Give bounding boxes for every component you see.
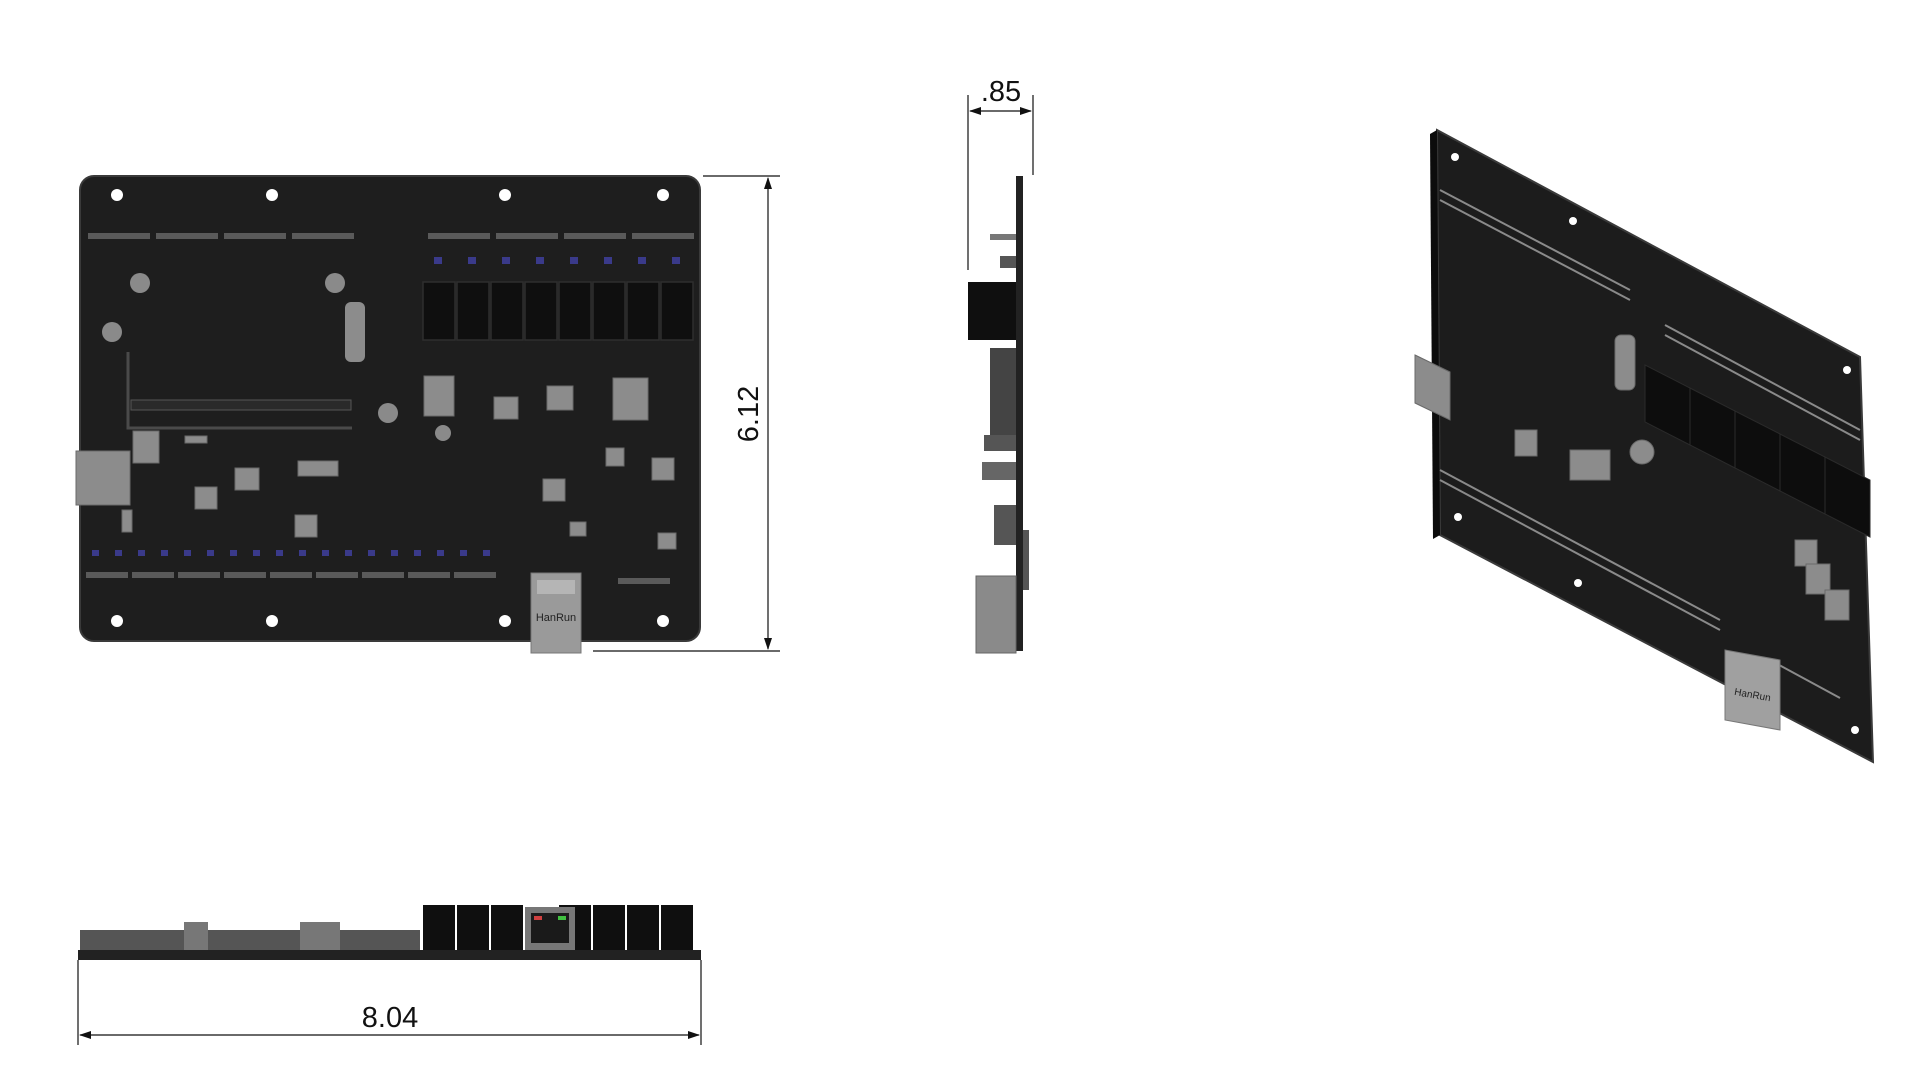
iso-board bbox=[1435, 128, 1875, 764]
dimension-height-label: 6.12 bbox=[733, 386, 765, 442]
ic-chips bbox=[75, 375, 677, 550]
top-view: HanRun 6.12 bbox=[75, 175, 780, 654]
relays bbox=[422, 281, 694, 341]
top-header-strips bbox=[88, 233, 694, 239]
side-pin-2 bbox=[1000, 256, 1016, 268]
iso-relays bbox=[1644, 364, 1871, 538]
front-board-edge bbox=[78, 950, 701, 960]
rj45-label: HanRun bbox=[536, 612, 576, 624]
mounting-holes bbox=[111, 189, 669, 627]
front-rj45 bbox=[525, 907, 575, 950]
side-component-4 bbox=[994, 505, 1016, 545]
side-component-1 bbox=[990, 348, 1016, 448]
led-row-bottom bbox=[92, 550, 490, 556]
oscillator bbox=[345, 302, 365, 362]
round-components bbox=[102, 273, 451, 441]
dimension-width bbox=[77, 960, 702, 1045]
side-component-5 bbox=[1023, 530, 1029, 590]
sodimm-socket bbox=[126, 352, 352, 430]
side-relay-block bbox=[968, 282, 1016, 340]
isometric-view: HanRun bbox=[1414, 128, 1875, 764]
bottom-header-strips bbox=[86, 572, 670, 584]
iso-header-pins-top bbox=[1439, 189, 1861, 441]
side-board-edge bbox=[1016, 176, 1023, 651]
iso-components bbox=[1414, 334, 1850, 621]
side-pin bbox=[990, 234, 1016, 240]
dimension-thickness-label: .85 bbox=[981, 76, 1021, 108]
dimension-height bbox=[593, 175, 780, 652]
iso-mounting-holes bbox=[1451, 153, 1859, 734]
side-view: .85 bbox=[967, 76, 1034, 654]
iso-header-pins-bottom bbox=[1439, 469, 1841, 699]
side-rj45 bbox=[975, 575, 1017, 654]
iso-board-edge bbox=[1430, 130, 1440, 539]
rj45-connector: HanRun bbox=[530, 572, 582, 654]
side-component-2 bbox=[984, 435, 1016, 451]
dimension-width-label: 8.04 bbox=[362, 1002, 418, 1034]
led-row-top bbox=[434, 257, 680, 264]
front-view: 8.04 bbox=[77, 905, 702, 1045]
iso-rj45: HanRun bbox=[1724, 649, 1781, 731]
front-header-pins bbox=[80, 922, 420, 950]
dimension-thickness bbox=[967, 95, 1034, 270]
side-component-3 bbox=[982, 462, 1016, 480]
